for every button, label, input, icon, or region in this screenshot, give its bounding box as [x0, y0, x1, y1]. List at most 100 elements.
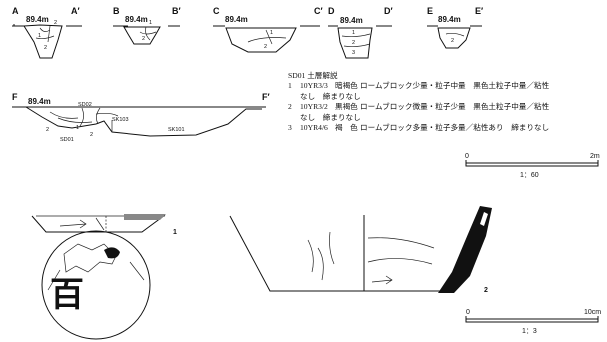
section-a-layer: 1 — [38, 33, 41, 39]
section-a-layer-lines — [35, 25, 55, 43]
scale-bottom-ratio: 1：3 — [522, 328, 537, 335]
scale-bar-section: 0 2m 1：60 — [465, 153, 600, 179]
artifact-2-surface-marks — [307, 231, 335, 281]
legend-continuation: なし 締まりなし — [300, 112, 361, 122]
artifact-1-shaded-rim — [124, 214, 166, 220]
section-d-right-label: D′ — [384, 6, 393, 16]
section-a-pit-outline — [23, 24, 63, 59]
section-f-ground-outline — [25, 106, 262, 137]
section-c-right-label: C′ — [314, 6, 323, 16]
artifact-2-section-fill — [438, 206, 492, 293]
section-b-right-label: B′ — [172, 6, 181, 16]
section-c-layer-lines — [247, 29, 287, 45]
section-d-elevation: 89.4m — [340, 16, 363, 25]
scale-top-bar — [465, 160, 599, 167]
scale-bottom-bar — [465, 316, 599, 323]
section-f-profile: F F′ 89.4m SD02 SK103 SK101 SD01 2 1 2 — [12, 92, 270, 143]
legend-munsell-code: 10YR3/2 — [300, 102, 328, 112]
legend-number: 1 — [288, 81, 292, 91]
section-f-left-label: F — [12, 92, 18, 102]
section-d-left-label: D — [328, 6, 335, 16]
scale-bottom-min: 0 — [466, 309, 470, 316]
section-e-elevation: 89.4m — [438, 15, 461, 24]
section-f-layer: 1 — [76, 125, 79, 131]
section-b-pit-outline — [123, 26, 161, 45]
legend-color-name: 褐 色 — [335, 123, 358, 133]
artifact-2-inner-marks — [367, 237, 435, 285]
scale-top-ratio: 1：60 — [520, 172, 539, 179]
section-b-left-label: B — [113, 6, 120, 16]
scale-bottom-max: 10cm — [584, 309, 601, 316]
artifact-2: 2 — [229, 206, 492, 294]
section-e-right-label: E′ — [475, 6, 483, 16]
legend-munsell-code: 10YR3/3 — [300, 81, 328, 91]
section-a: A A′ 89.4m 2 1 2 — [12, 6, 82, 59]
section-d-pit-outline — [337, 27, 373, 59]
feature-label: SK101 — [168, 127, 185, 133]
scale-bar-artifact: 0 10cm 1：3 — [465, 309, 601, 335]
artifact-1-ink-inscription: 百 — [50, 275, 84, 315]
section-c-left-label: C — [213, 6, 220, 16]
section-e-layer-lines — [445, 32, 465, 37]
section-d-layer-lines — [341, 33, 371, 48]
section-f-layer: 2 — [90, 132, 93, 138]
section-a-layer: 2 — [54, 20, 57, 26]
section-b-layer-lines — [139, 26, 157, 41]
legend-row: 3 10YR4/6 褐 色 ロームブロック多量・粒子多量／粘性あり 締まりなし — [288, 123, 606, 133]
section-f-layer: 2 — [46, 127, 49, 133]
legend-description: ロームブロック多量・粒子多量／粘性あり 締まりなし — [360, 123, 550, 133]
section-e-left-label: E — [427, 6, 433, 16]
legend-number: 2 — [288, 102, 292, 112]
legend-color-name: 黒褐色 — [335, 102, 358, 112]
section-f-layer-lines — [49, 107, 119, 132]
artifact-1-sherd-circle — [41, 230, 151, 340]
artifact-1-profile — [31, 214, 166, 233]
soil-layer-legend: SD01 土層解説 1 10YR3/3 暗褐色 ロームブロック少量・粒子中量 黒… — [288, 71, 606, 133]
section-c-layer: 2 — [264, 44, 267, 50]
feature-label: SD01 — [60, 137, 74, 143]
section-e-layer: 2 — [451, 38, 454, 44]
legend-number: 3 — [288, 123, 292, 133]
section-b-elevation: 89.4m — [125, 15, 148, 24]
artifact-1: 1 百 — [31, 214, 177, 340]
section-d-layer: 1 — [352, 30, 355, 36]
section-b-layer: 1 — [149, 20, 152, 26]
artifact-2-section-highlight — [480, 212, 488, 226]
artifact-2-number: 2 — [484, 287, 488, 294]
artifact-1-crack-lines — [47, 261, 145, 291]
legend-title: SD01 土層解説 — [288, 71, 338, 80]
section-b-layer: 2 — [142, 36, 145, 42]
scale-top-max: 2m — [590, 153, 600, 160]
section-a-left-label: A — [12, 6, 19, 16]
section-c-elevation: 89.4m — [225, 15, 248, 24]
legend-description: ロームブロック少量・粒子中量 黒色土粒子中量／粘性 — [360, 81, 550, 91]
section-f-right-label: F′ — [262, 92, 270, 102]
section-a-right-label: A′ — [71, 6, 80, 16]
feature-label: SD02 — [78, 102, 92, 108]
section-d-layer: 2 — [352, 40, 355, 46]
section-c-pit-outline — [225, 27, 297, 53]
section-e: E E′ 89.4m 2 — [427, 6, 483, 49]
artifact-1-dark-patch — [104, 247, 120, 259]
legend-color-name: 暗褐色 — [335, 81, 358, 91]
section-a-elevation: 89.4m — [26, 15, 49, 24]
section-c-layer: 1 — [270, 30, 273, 36]
legend-description: ロームブロック微量・粒子少量 黒色土粒子中量／粘性 — [360, 102, 550, 112]
feature-label: SK103 — [112, 117, 129, 123]
section-d-layer: 3 — [352, 50, 355, 56]
section-e-pit-outline — [437, 27, 471, 49]
legend-continuation: なし 締まりなし — [300, 91, 361, 101]
legend-row: 1 10YR3/3 暗褐色 ロームブロック少量・粒子中量 黒色土粒子中量／粘性 — [288, 81, 606, 91]
artifact-1-sherd-break — [63, 243, 117, 273]
section-b: B B′ 89.4m 1 2 — [113, 6, 181, 45]
artifact-1-arrow — [59, 217, 105, 231]
legend-row: 2 10YR3/2 黒褐色 ロームブロック微量・粒子少量 黒色土粒子中量／粘性 — [288, 102, 606, 112]
artifact-1-number: 1 — [173, 229, 177, 236]
scale-top-min: 0 — [465, 153, 469, 160]
section-f-elevation: 89.4m — [28, 97, 51, 106]
section-d: D D′ 89.4m 1 2 3 — [328, 6, 393, 59]
section-a-layer: 2 — [44, 45, 47, 51]
artifact-2-outer-profile — [229, 215, 446, 292]
